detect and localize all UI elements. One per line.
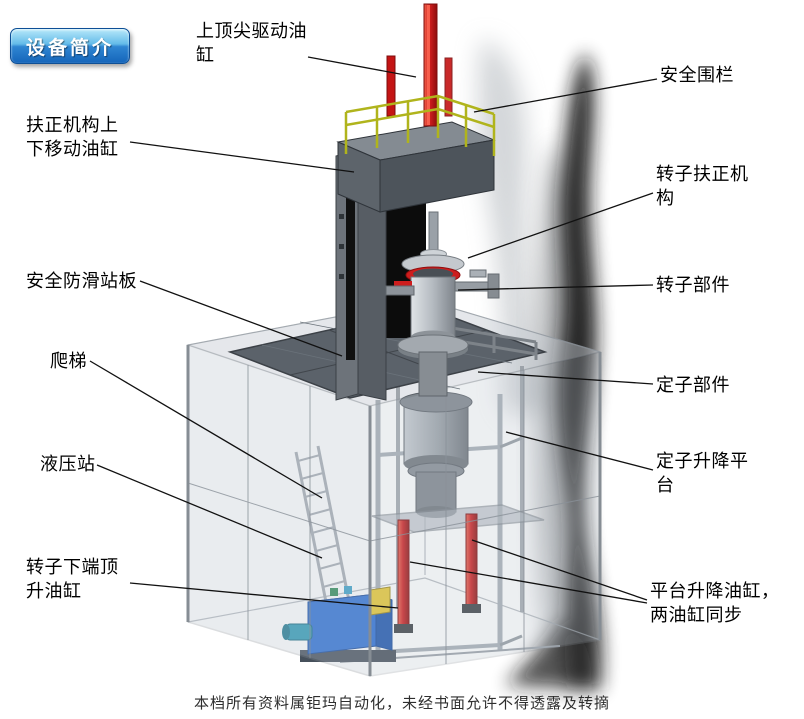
cage-front (186, 343, 602, 678)
ladder (294, 445, 356, 633)
platform-lift-cylinder-left (394, 519, 413, 633)
label-top-drive-cylinder: 上顶尖驱动油缸 (196, 21, 307, 67)
label-rotor-bottom-jack-cylinder: 转子下端顶升油缸 (26, 557, 119, 603)
title-badge-text: 设备简介 (25, 36, 114, 59)
label-rotor-part: 转子部件 (656, 275, 730, 296)
label-anti-slip-platform: 安全防滑站板 (26, 271, 137, 292)
watermark: 本档所有资料属钜玛自动化，未经书面允许不得透露及转摘 (193, 694, 610, 712)
label-stator-part: 定子部件 (656, 375, 730, 396)
label-centering-lift-cylinder: 扶正机构上下移动油缸 (26, 115, 119, 161)
label-safety-fence: 安全围栏 (660, 65, 734, 86)
c-frame-column (335, 149, 387, 401)
platform-lift-cylinder-right (462, 513, 481, 613)
head-box (336, 121, 496, 213)
stator-assembly (399, 391, 473, 518)
safety-fence-railing (344, 94, 496, 156)
rotor-assembly (385, 211, 469, 397)
title-badge: 设备简介 (10, 28, 130, 64)
shadow-smudge (505, 52, 602, 690)
label-rotor-centering-mechanism: 转子扶正机构 (656, 164, 749, 210)
label-ladder: 爬梯 (50, 351, 87, 372)
label-platform-lift-cylinders: 平台升降油缸，两油缸同步 (650, 581, 780, 627)
top-drive-cylinder-rods (386, 3, 453, 127)
label-stator-lift-platform: 定子升降平台 (656, 451, 749, 497)
leader-lines (89, 56, 658, 609)
label-hydraulic-station: 液压站 (40, 454, 96, 475)
rotor-centering-mechanism-arm (454, 269, 500, 299)
